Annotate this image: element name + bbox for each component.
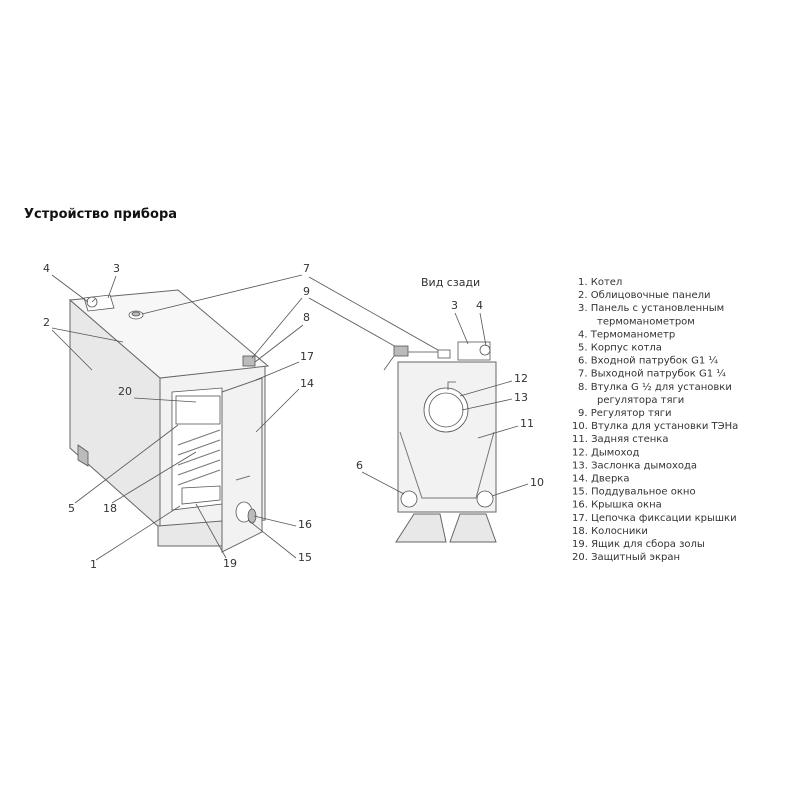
legend-item: 18. Колосники — [572, 526, 648, 537]
leg-left — [77, 444, 89, 467]
regulator-rear-icon — [393, 345, 409, 357]
rear-leg-right — [449, 513, 497, 543]
label-1: 1 — [90, 558, 97, 571]
legend-item: 3. Панель с установленным — [578, 303, 724, 314]
legend-item: 14. Дверка — [572, 474, 629, 485]
rear-label-13: 13 — [514, 391, 528, 404]
rear-view: 3 4 12 13 11 6 10 — [356, 299, 544, 543]
label-19: 19 — [223, 557, 237, 570]
label-7: 7 — [303, 262, 310, 275]
label-16: 16 — [298, 518, 312, 531]
label-15: 15 — [298, 551, 312, 564]
rear-leg-left — [395, 513, 447, 543]
top-panel — [68, 289, 270, 379]
legend-item: 2. Облицовочные панели — [578, 290, 711, 301]
legend-item: 5. Корпус котла — [578, 343, 662, 354]
label-20: 20 — [118, 385, 132, 398]
heater-socket-icon — [476, 490, 494, 508]
rear-label-12: 12 — [514, 372, 528, 385]
front-view: 4 3 2 7 9 8 17 14 20 5 18 16 15 19 1 — [43, 262, 446, 571]
legend-item: 15. Поддувальное окно — [572, 487, 696, 498]
legend-item: 1. Котел — [578, 277, 622, 288]
label-8: 8 — [303, 311, 310, 324]
flue-damper-icon — [428, 392, 464, 428]
rear-label-6: 6 — [356, 459, 363, 472]
legend-item: 4. Термоманометр — [578, 329, 675, 340]
legend-item: 19. Ящик для сбора золы — [572, 539, 705, 550]
label-14: 14 — [300, 377, 314, 390]
legend: 1. Котел 2. Облицовочные панели 3. Панель … — [572, 277, 738, 563]
ash-box — [181, 485, 221, 505]
rear-label-4: 4 — [476, 299, 483, 312]
label-5: 5 — [68, 502, 75, 515]
protective-screen — [175, 395, 221, 425]
legend-item: 17. Цепочка фиксации крышки — [572, 513, 737, 524]
label-18: 18 — [103, 502, 117, 515]
label-17: 17 — [300, 350, 314, 363]
legend-item: регулятора тяги — [597, 395, 684, 406]
rear-label-11: 11 — [520, 417, 534, 430]
grate-bars — [177, 429, 221, 486]
thermomanometer-rear-icon — [479, 344, 491, 356]
rear-label-3: 3 — [451, 299, 458, 312]
front-leaders — [51, 274, 446, 561]
legend-item: 16. Крышка окна — [572, 500, 662, 511]
rear-label-10: 10 — [530, 476, 544, 489]
label-3: 3 — [113, 262, 120, 275]
inlet-socket-icon — [400, 490, 418, 508]
legend-item: 7. Выходной патрубок G1 ¼ — [578, 368, 726, 380]
rear-wall — [397, 361, 497, 513]
legend-item: 20. Защитный экран — [572, 552, 680, 563]
rear-view-label: Вид сзади — [421, 276, 480, 289]
legend-item: 13. Заслонка дымохода — [572, 460, 697, 471]
door — [221, 377, 263, 553]
legend-item: 11. Задняя стенка — [572, 434, 668, 445]
diagram-title: Устройство прибора — [24, 207, 177, 222]
label-9: 9 — [303, 285, 310, 298]
legend-item: 9. Регулятор тяги — [578, 408, 672, 419]
legend-item: 8. Втулка G ½ для установки — [578, 381, 732, 393]
rear-leaders — [361, 312, 529, 497]
legend-item: 12. Дымоход — [572, 447, 639, 458]
legend-item: термоманометром — [597, 316, 695, 327]
label-4: 4 — [43, 262, 50, 275]
legend-item: 10. Втулка для установки ТЭНа — [572, 421, 738, 432]
draft-regulator-icon — [242, 355, 256, 367]
legend-item: 6. Входной патрубок G1 ¼ — [578, 355, 718, 367]
label-2: 2 — [43, 316, 50, 329]
